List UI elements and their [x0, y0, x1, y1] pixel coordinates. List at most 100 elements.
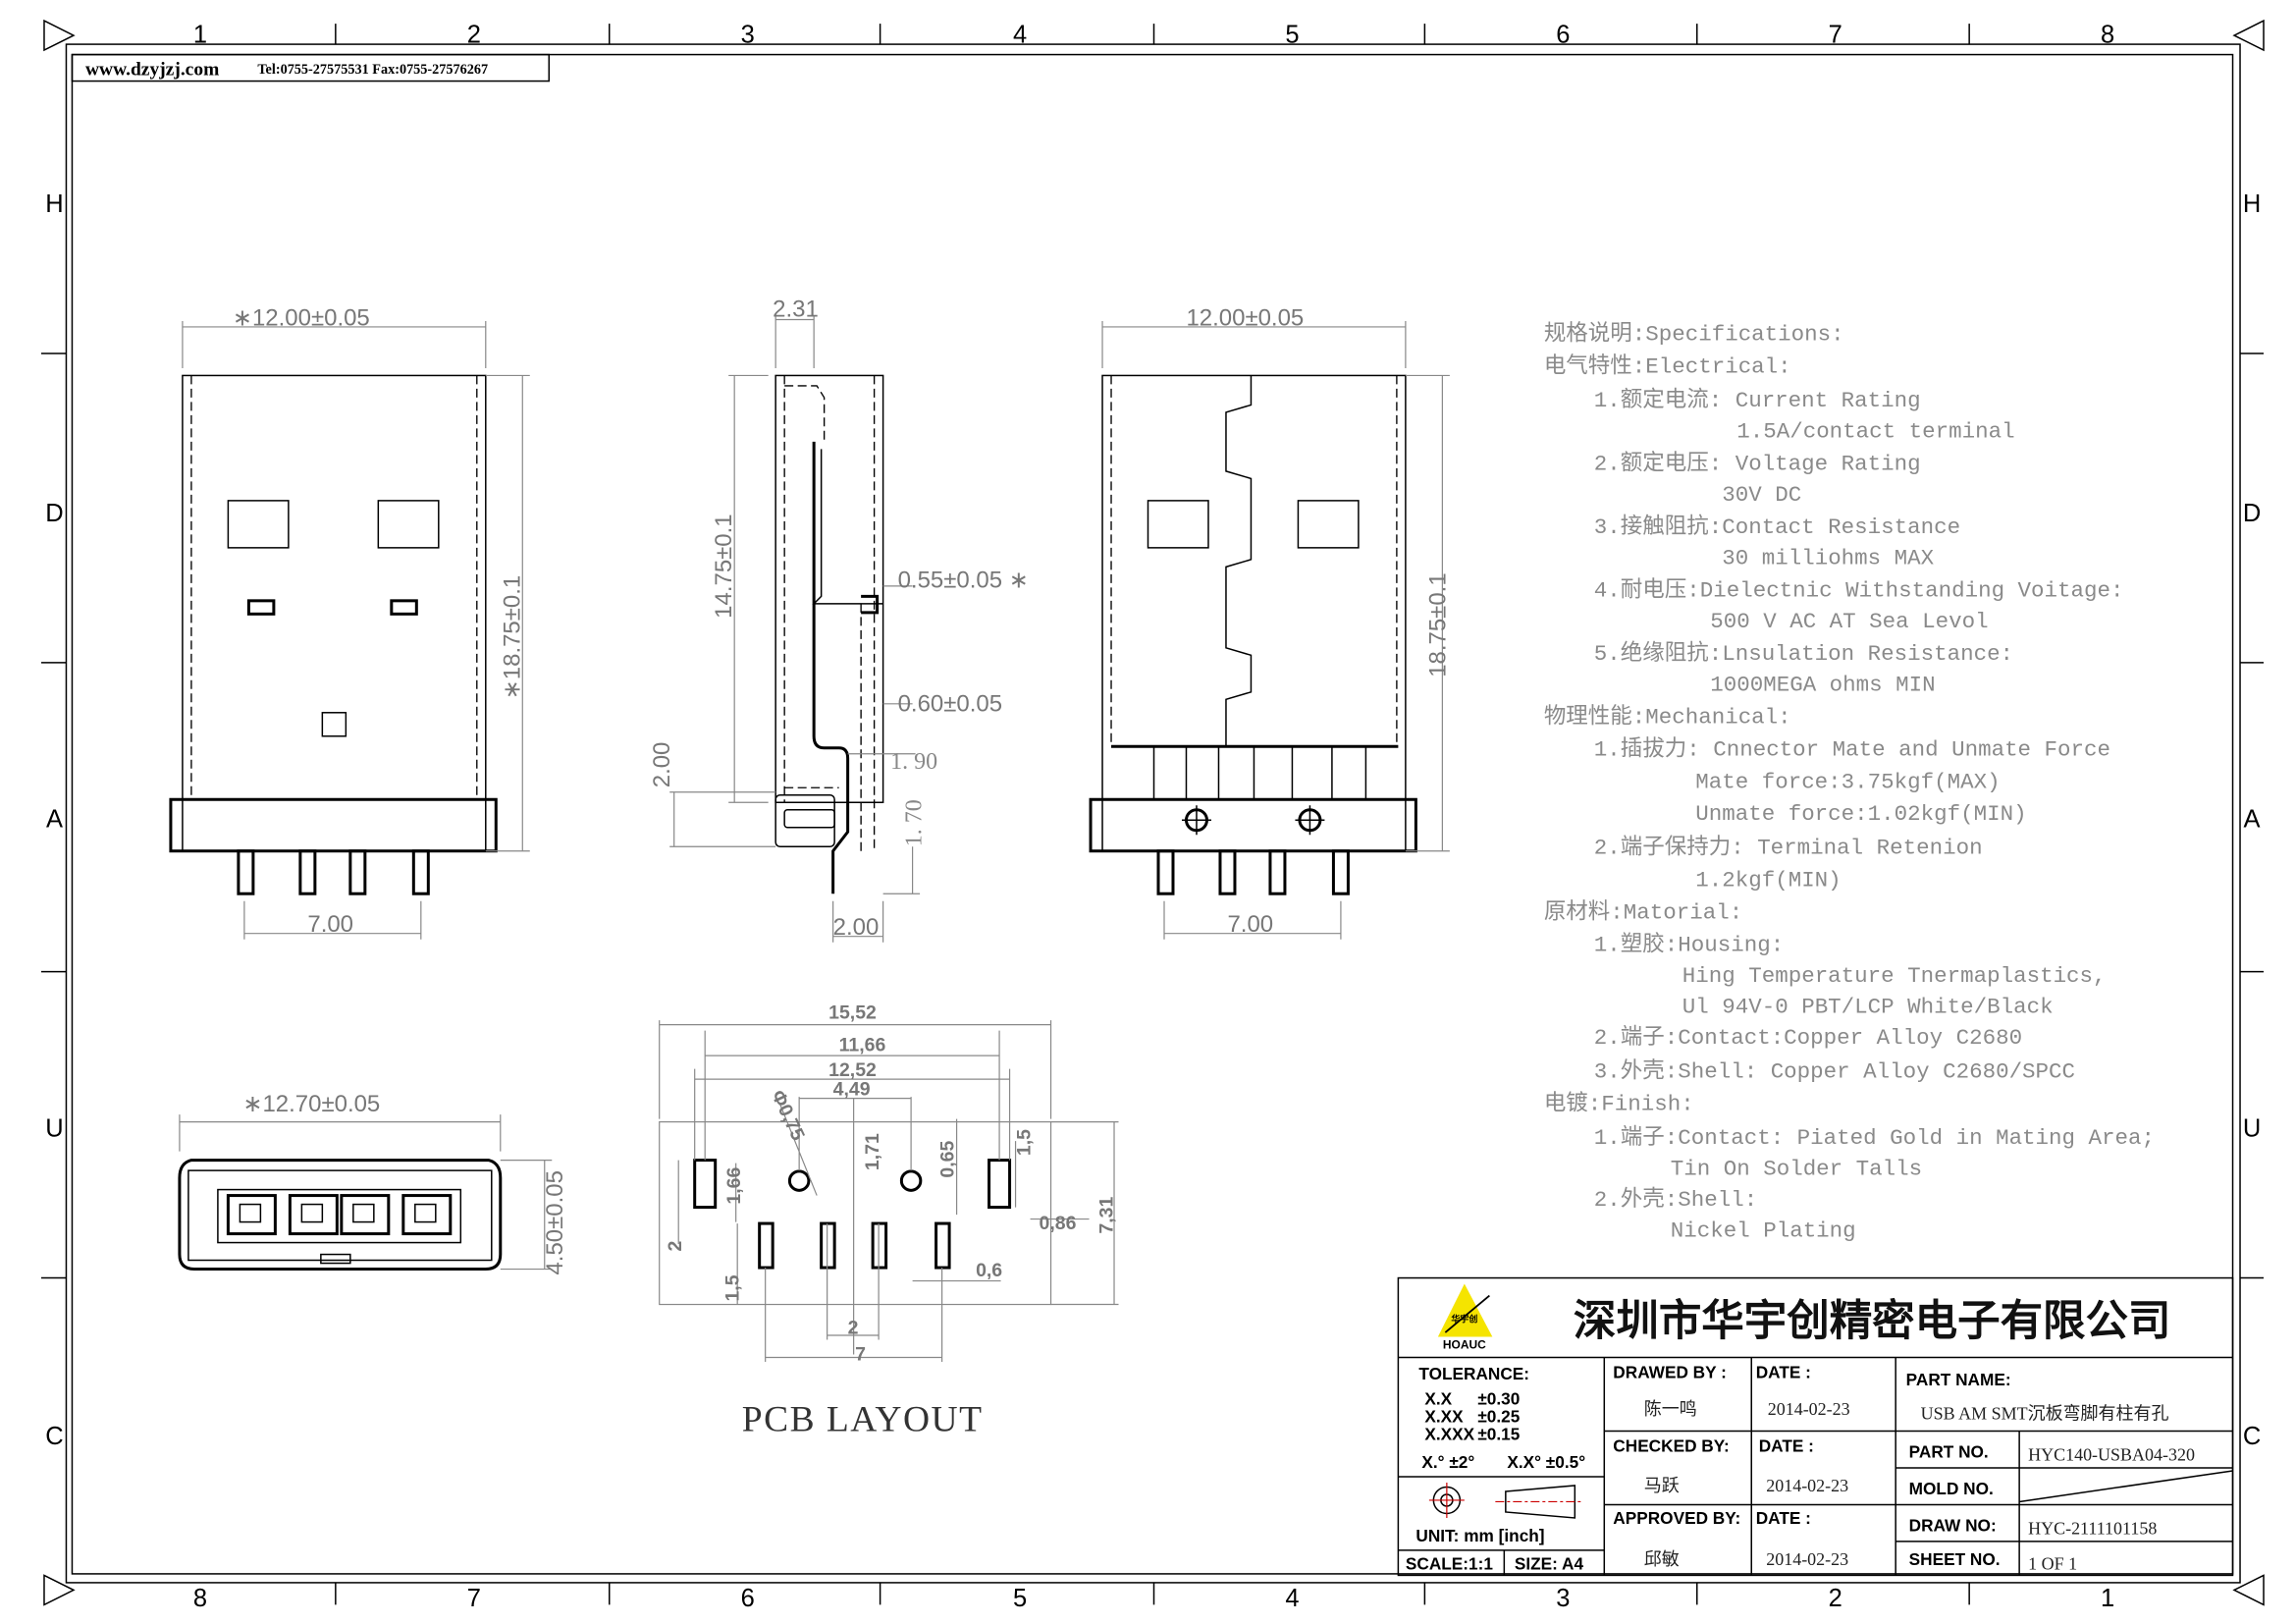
pcb-layout: 15,52 11,66 12,52 4,49 Φ0,75 1,71 0,65 1… [659, 1002, 1119, 1439]
specifications-notes: 规格说明:Specifications: 电气特性:Electrical: 1.额定… [1544, 320, 2155, 1243]
dimension-label: 0,86 [1040, 1213, 1077, 1234]
sheet-no-value: 1 OF 1 [2028, 1553, 2077, 1573]
spec-line: 2.端子保持力: Terminal Retenion [1594, 835, 1983, 861]
dimension-label: 4,49 [833, 1079, 871, 1101]
spec-line: 电气特性:Electrical: [1544, 352, 1791, 379]
latch-window [377, 500, 440, 549]
date-label: DATE : [1756, 1508, 1811, 1528]
spec-line: 1000MEGA ohms MIN [1710, 672, 1935, 697]
zone-number: 7 [467, 1585, 481, 1612]
latch-window [227, 500, 290, 549]
spec-line: Nickel Plating [1671, 1218, 1856, 1244]
spec-line: 物理性能:Mechanical: [1544, 703, 1791, 730]
part-name-label: PART NAME: [1906, 1370, 2011, 1389]
spec-line: 30V DC [1722, 482, 1801, 508]
spec-line: 1.2kgf(MIN) [1695, 868, 1841, 893]
zone-number: 1 [193, 22, 207, 49]
zone-letter: U [2243, 1115, 2261, 1143]
orientation-arrow-icon [43, 19, 2265, 1606]
draw-no-value: HYC-2111101158 [2028, 1518, 2157, 1538]
zone-number: 6 [741, 1585, 755, 1612]
sheet-no-label: SHEET NO. [1909, 1549, 2001, 1569]
dimension-label: 14.75±0.1 [711, 514, 737, 618]
dimension-label: 0.60±0.05 [898, 690, 1002, 717]
logo-cn-text: 华宇创 [1451, 1314, 1477, 1326]
tolerance-key: X.X [1424, 1388, 1452, 1408]
zone-letter: H [2243, 190, 2261, 218]
dimension-label: 7 [855, 1344, 866, 1366]
zone-number: 2 [467, 22, 481, 49]
dimension-label: 2.00 [649, 742, 675, 788]
zone-number: 2 [1829, 1585, 1842, 1612]
part-name-value: USB AM SMT沉板弯脚有柱有孔 [1921, 1403, 2169, 1423]
dimension-label: 1. 70 [902, 799, 928, 846]
dimension-label: 2 [848, 1318, 859, 1339]
dimension-label: ∗12.70±0.05 [242, 1091, 380, 1117]
date-value: 2014-02-23 [1766, 1549, 1848, 1569]
zone-number: 8 [2101, 22, 2114, 49]
tolerance-value: ±0.25 [1477, 1406, 1520, 1426]
spec-line: 2.外壳:Shell: [1594, 1186, 1757, 1213]
dimension-label: 4.50±0.05 [542, 1170, 568, 1274]
spec-line: 1.塑胶:Housing: [1594, 932, 1784, 958]
spec-line: Ul 94V-0 PBT/LCP White/Black [1682, 995, 2054, 1020]
spec-line: 规格说明:Specifications: [1544, 320, 1844, 347]
dimension-label: 1. 90 [890, 749, 937, 775]
dimension-label: 0,65 [937, 1141, 959, 1178]
spec-line: 1.额定电流: Current Rating [1594, 387, 1921, 413]
draw-no-label: DRAW NO: [1909, 1515, 1997, 1535]
spec-line: 3.外壳:Shell: Copper Alloy C2680/SPCC [1594, 1058, 2075, 1085]
dimension-label: Φ0,75 [767, 1087, 809, 1144]
spec-line: Unmate force:1.02kgf(MIN) [1695, 801, 2026, 827]
spec-line: 30 milliohms MAX [1722, 545, 1934, 570]
tolerance-key: X.XX [1424, 1406, 1464, 1426]
side-rulers: H D A U C H D A U C [45, 190, 2261, 1450]
zone-number: 4 [1013, 22, 1027, 49]
zone-number: 4 [1285, 1585, 1299, 1612]
contact-slots [226, 1194, 453, 1236]
date-label: DATE : [1756, 1363, 1811, 1382]
date-label: DATE : [1759, 1435, 1814, 1455]
mold-no-label: MOLD NO. [1909, 1479, 1994, 1498]
contact-info: Tel:0755-27575531 Fax:0755-27576267 [257, 62, 488, 78]
zone-number: 1 [2101, 1585, 2114, 1612]
company-logo: 华宇创 HOAUC [1437, 1283, 1493, 1352]
zone-number: 5 [1013, 1585, 1027, 1612]
solder-pins [237, 849, 430, 895]
tolerance-angle: X.X° ±0.5° [1507, 1452, 1585, 1472]
date-value: 2014-02-23 [1768, 1399, 1850, 1419]
spec-line: 1.插拔力: Cnnector Mate and Unmate Force [1594, 735, 2110, 762]
website-link[interactable]: www.dzyjzj.com [85, 60, 219, 81]
spec-line: 4.耐电压:Dielectnic Withstanding Voitage: [1594, 576, 2124, 603]
unit-label: UNIT: mm [inch] [1415, 1526, 1544, 1545]
solder-pins [1156, 849, 1350, 895]
dimension-label: 0.55±0.05 ∗ [898, 567, 1029, 593]
dimension-label: 7.00 [1227, 911, 1273, 938]
zone-letter: A [2244, 806, 2261, 834]
spec-line: Tin On Solder Talls [1671, 1157, 1922, 1182]
spec-line: Mate force:3.75kgf(MAX) [1695, 769, 2000, 794]
dimension-label: 1,66 [723, 1166, 745, 1204]
end-view: ∗12.70±0.05 4.50±0.05 [178, 1091, 568, 1275]
side-view: 2.31 14.75±0.1 0.55±0.05 ∗ 0.60±0.05 1. … [649, 296, 1029, 943]
spec-line: 电镀:Finish: [1544, 1091, 1694, 1117]
dimension-label: 11,66 [839, 1035, 886, 1056]
part-no-value: HYC140-USBA04-320 [2028, 1444, 2195, 1464]
pcb-layout-title: PCB LAYOUT [742, 1399, 984, 1439]
rear-view: 12.00±0.05 18.75±0.1 7.00 [1089, 304, 1451, 940]
dimension-label: 2 [665, 1241, 686, 1252]
drawed-by-value: 陈一鸣 [1644, 1399, 1697, 1419]
logo-text: HOAUC [1443, 1338, 1486, 1352]
zone-number: 3 [1556, 1585, 1570, 1612]
dimension-label: ∗18.75±0.1 [499, 575, 525, 700]
drawed-by-label: DRAWED BY : [1613, 1363, 1727, 1382]
zone-number: 5 [1285, 22, 1299, 49]
tolerance-value: ±0.15 [1477, 1424, 1520, 1443]
front-view: ∗12.00±0.05 ∗18.75±0.1 7.00 [169, 304, 530, 940]
spec-line: 5.绝缘阻抗:Lnsulation Resistance: [1594, 640, 2013, 667]
size-label: SIZE: A4 [1515, 1553, 1584, 1573]
dimension-label: 2.31 [773, 296, 819, 322]
checked-by-value: 马跃 [1644, 1476, 1680, 1495]
spec-line: 2.端子:Contact:Copper Alloy C2680 [1594, 1024, 2022, 1051]
zone-letter: D [2243, 500, 2261, 527]
